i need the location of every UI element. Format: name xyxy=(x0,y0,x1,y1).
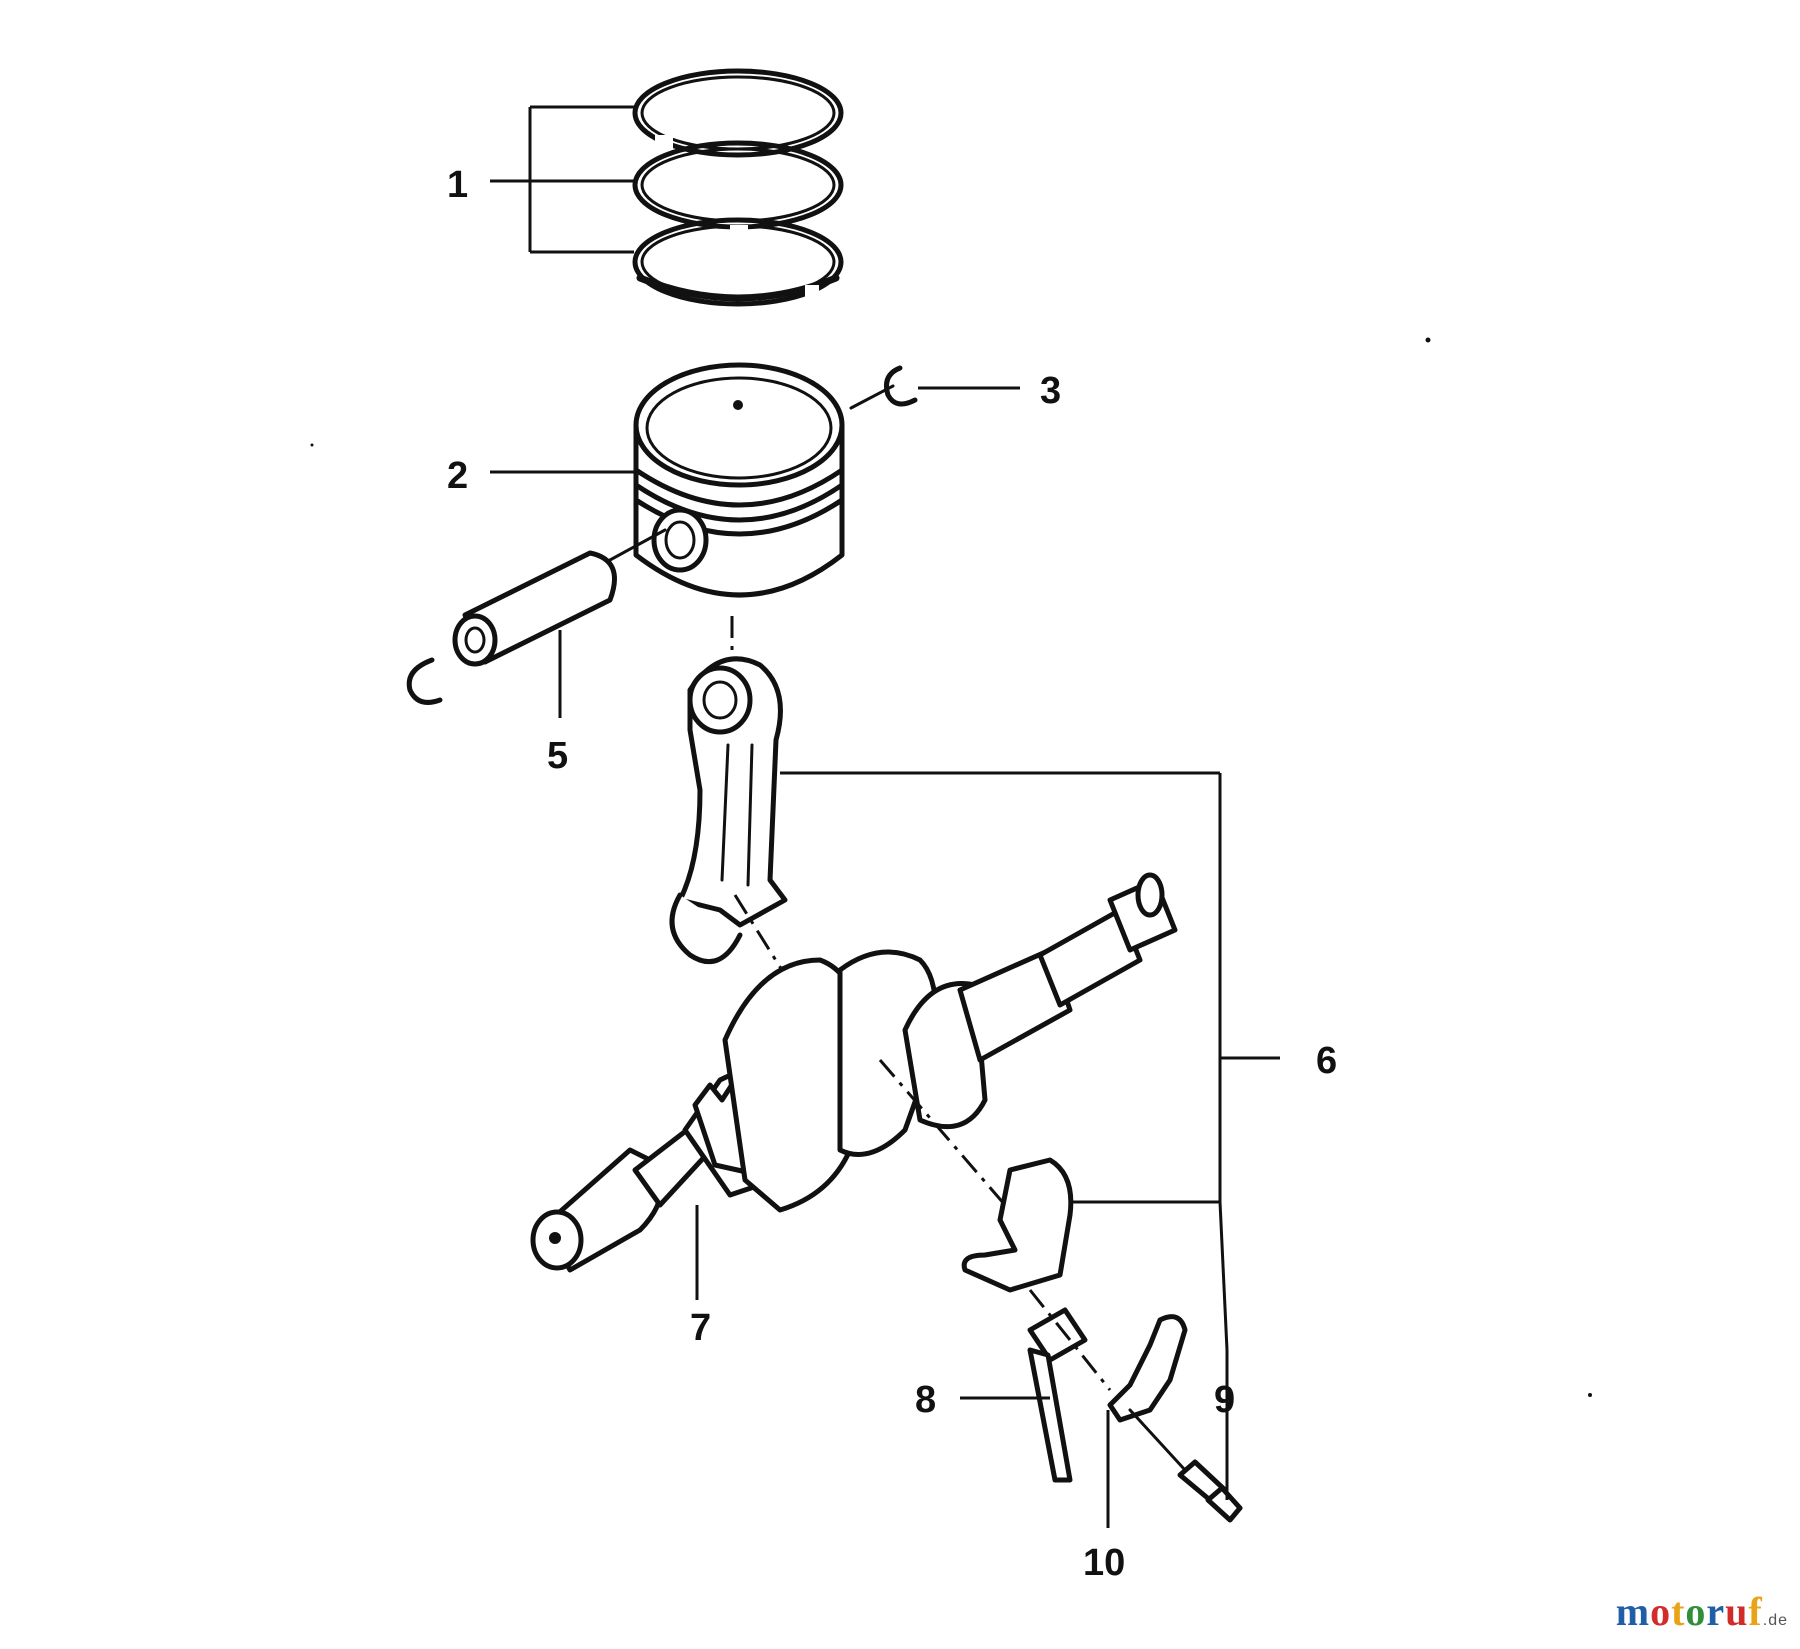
callout-8: 8 xyxy=(915,1379,936,1421)
callout-5: 5 xyxy=(547,735,568,777)
pin-clip-3 xyxy=(884,365,918,407)
wm-letter-t: t xyxy=(1671,1589,1686,1634)
motoruf-watermark: motoruf.de xyxy=(1616,1588,1788,1635)
wm-letter-m: m xyxy=(1615,1589,1651,1634)
callout-10: 10 xyxy=(1083,1542,1125,1584)
callout-6: 6 xyxy=(1316,1040,1337,1082)
callout-7: 7 xyxy=(690,1307,711,1349)
wm-letter-o2: o xyxy=(1685,1589,1707,1634)
callout-3: 3 xyxy=(1040,370,1061,412)
wm-letter-u: u xyxy=(1725,1589,1749,1634)
connecting-rod xyxy=(669,656,788,965)
rod-cap xyxy=(961,1157,1074,1293)
piston-rings xyxy=(632,68,844,307)
lock-plate xyxy=(1107,1314,1188,1423)
piston-pin xyxy=(452,528,667,667)
bolt xyxy=(1177,1459,1243,1523)
wm-tld: .de xyxy=(1762,1612,1788,1629)
wm-letter-r: r xyxy=(1706,1589,1726,1634)
leader-lines xyxy=(490,105,1280,1528)
piston xyxy=(633,362,845,598)
callout-9: 9 xyxy=(1214,1379,1235,1421)
crankshaft xyxy=(530,872,1178,1273)
oil-dipper xyxy=(1027,1307,1088,1483)
callout-2: 2 xyxy=(447,455,468,497)
wm-letter-o1: o xyxy=(1650,1589,1672,1634)
pin-clip xyxy=(406,657,443,705)
callout-1: 1 xyxy=(447,164,468,206)
wm-letter-f: f xyxy=(1748,1589,1763,1634)
